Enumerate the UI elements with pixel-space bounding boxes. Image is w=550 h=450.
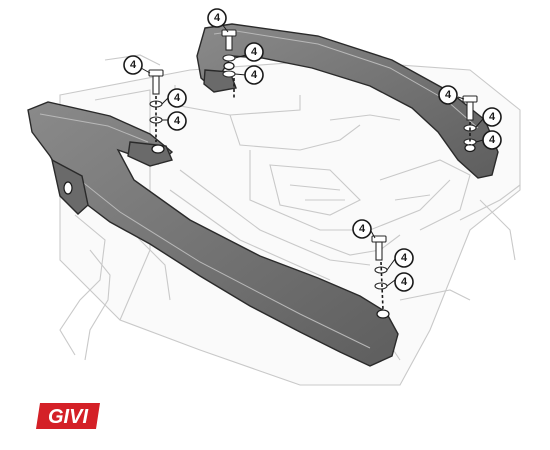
svg-text:4: 4 [489,111,496,123]
svg-text:4: 4 [251,69,258,81]
mounting-holes [63,61,476,319]
fastener-set-top [221,29,237,100]
svg-text:4: 4 [445,89,452,101]
part-callout-right-2: 4 [482,107,502,127]
part-callout-bottom-2: 4 [394,248,414,268]
part-callout-bottom-1: 4 [352,219,372,239]
svg-text:4: 4 [489,134,496,146]
svg-text:4: 4 [214,12,221,24]
part-callout-left-1: 4 [123,55,143,75]
fastener-set-bottom [371,235,388,311]
part-callout-bottom-3: 4 [394,272,414,292]
part-callout-top-2: 4 [244,42,264,62]
part-callout-top-1: 4 [207,8,227,28]
part-callout-right-3: 4 [482,130,502,150]
svg-text:4: 4 [130,59,137,71]
svg-text:4: 4 [401,276,408,288]
svg-text:4: 4 [401,252,408,264]
svg-text:4: 4 [174,92,181,104]
part-callout-top-3: 4 [244,65,264,85]
svg-text:4: 4 [251,46,258,58]
callout-leaders [140,23,484,287]
part-callout-left-2: 4 [167,88,187,108]
svg-text:4: 4 [174,115,181,127]
svg-text:GIVI: GIVI [48,406,88,428]
part-callout-left-3: 4 [167,111,187,131]
part-callout-right-1: 4 [438,85,458,105]
givi-logo: GIVI [36,403,100,429]
rear-grab-rail-left [27,101,399,367]
svg-text:4: 4 [359,223,366,235]
